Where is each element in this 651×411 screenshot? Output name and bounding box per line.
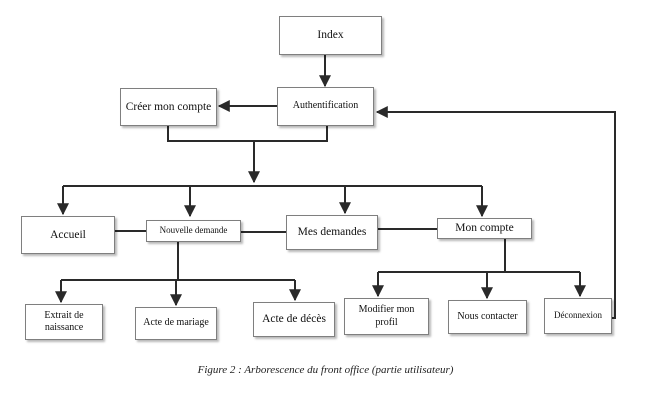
edge-deconnexion-auth	[375, 106, 616, 319]
node-mes-demandes: Mes demandes	[286, 215, 378, 250]
node-modifier-profil: Modifier mon profil	[344, 298, 429, 335]
node-extrait-naissance: Extrait de naissance	[25, 304, 103, 340]
node-acte-mariage: Acte de mariage	[135, 307, 217, 340]
node-index: Index	[279, 16, 382, 55]
node-acte-deces: Acte de décès	[253, 302, 335, 337]
node-accueil: Accueil	[21, 216, 115, 254]
node-deconnexion: Déconnexion	[544, 298, 612, 334]
node-nouvelle-demande: Nouvelle demande	[146, 220, 241, 242]
node-authentification: Authentification	[277, 87, 374, 126]
node-creer-compte: Créer mon compte	[120, 88, 217, 126]
node-mon-compte: Mon compte	[437, 218, 532, 239]
figure-caption: Figure 2 : Arborescence du front office …	[197, 364, 454, 376]
node-nous-contacter: Nous contacter	[448, 300, 527, 334]
edge-bracket-top	[167, 126, 328, 142]
